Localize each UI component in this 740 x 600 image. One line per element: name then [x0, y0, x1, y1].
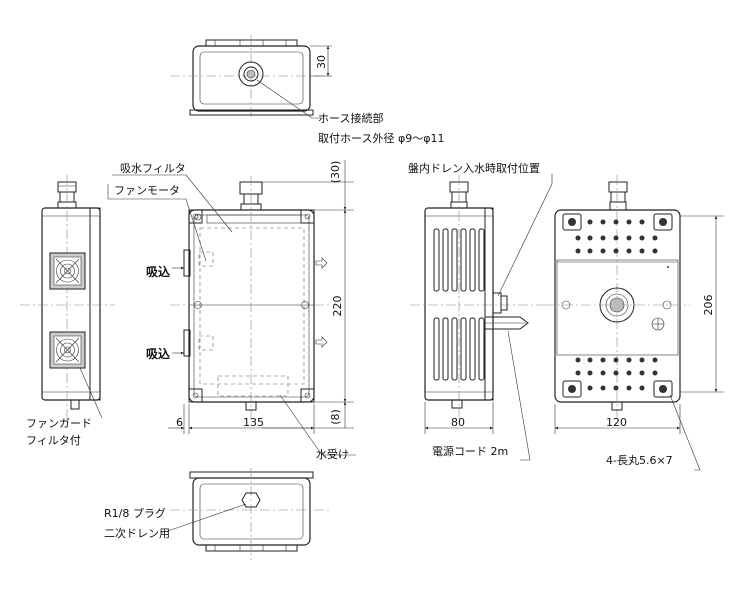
hose-port-icon	[238, 61, 264, 87]
fan-guard-label: ファンガード	[26, 417, 92, 430]
right-side-view: 盤内ドレン入水時取付位置 電源コード 2m 80	[408, 161, 553, 461]
dim-bottom-offset: (8)	[329, 409, 342, 425]
dim-front-height: 220	[331, 296, 344, 317]
hose-diameter-label: 取付ホース外径 φ9〜φ11	[318, 132, 444, 145]
intake-label-upper: 吸込	[146, 264, 170, 279]
top-view: 30 ホース接続部 取付ホース外径 φ9〜φ11	[170, 35, 444, 145]
dim-side-depth: 80	[451, 416, 465, 429]
vent-holes-lower	[575, 357, 658, 391]
power-cord-label: 電源コード 2m	[432, 444, 508, 458]
dim-left-margin: 6	[176, 416, 183, 429]
mount-slot-icon	[653, 213, 673, 231]
cooling-fins	[433, 228, 485, 381]
dim-back-height: 206	[702, 295, 715, 316]
back-view: 206 120 4-長丸5.6×7	[545, 175, 724, 471]
drain-position-label: 盤内ドレン入水時取付位置	[408, 161, 540, 175]
intake-label-lower: 吸込	[146, 346, 170, 361]
fan-guard-icon	[49, 252, 86, 290]
plug-icon	[241, 492, 261, 508]
intake-filter-label: 吸水フィルタ	[120, 162, 186, 175]
dim-top-height: 30	[315, 55, 328, 69]
plug-label: R1/8 プラグ	[104, 506, 166, 520]
vent-holes-upper	[575, 219, 658, 254]
bottom-view: R1/8 プラグ 二次ドレン用	[104, 468, 330, 560]
slot-holes-label: 4-長丸5.6×7	[606, 454, 673, 467]
left-side-view: ファンガード フィルタ付	[20, 175, 115, 447]
secondary-drain-label: 二次ドレン用	[104, 526, 170, 540]
ground-symbol-icon	[651, 317, 665, 331]
dim-front-width: 135	[243, 416, 264, 429]
fan-motor-label: ファンモータ	[114, 184, 180, 197]
dim-hose-height: (30)	[329, 161, 342, 184]
mount-slot-icon	[653, 380, 673, 398]
drip-tray-label: 水受け	[316, 448, 349, 461]
drain-port-icon	[599, 287, 635, 323]
dim-back-width: 120	[606, 416, 627, 429]
hose-connection-label: ホース接続部	[318, 111, 383, 125]
mount-slot-icon	[562, 213, 582, 231]
mount-slot-icon	[562, 380, 582, 398]
fan-filter-label: フィルタ付	[26, 434, 81, 447]
fan-guard-icon	[49, 331, 86, 369]
front-view: 吸込 吸込 吸水フィルタ ファンモータ 水受け (30) 220 (8) 6 1…	[107, 160, 356, 461]
